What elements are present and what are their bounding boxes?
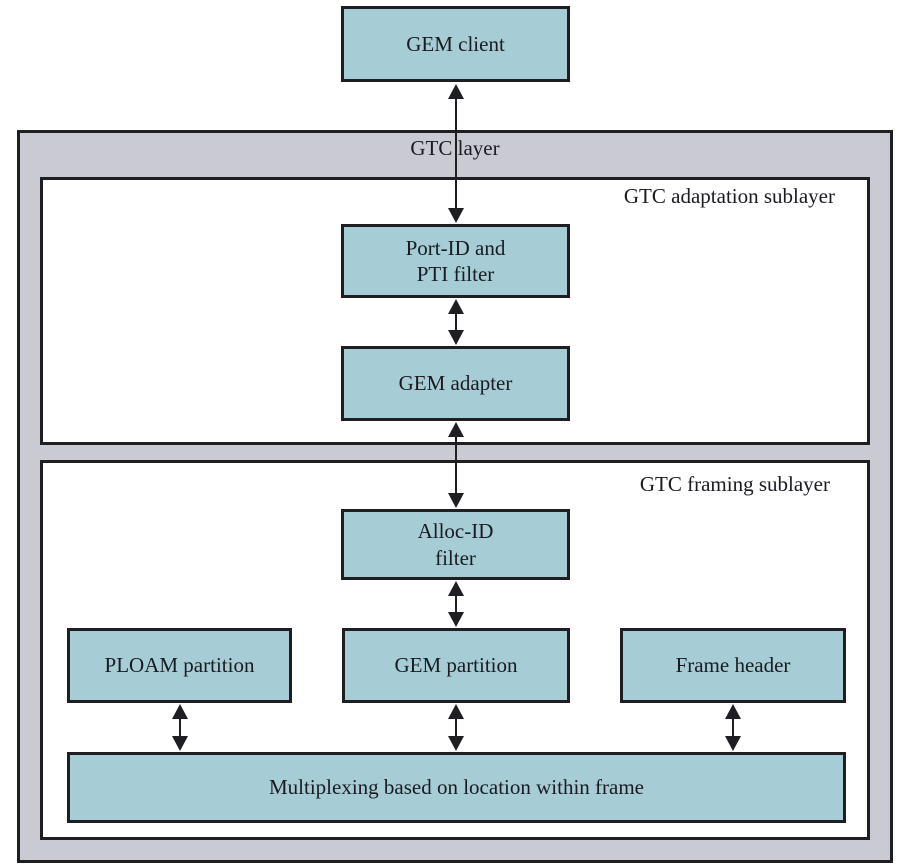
gtc-layer-title: GTC layer xyxy=(410,136,500,160)
alloc-id-filter-node: Alloc-ID filter xyxy=(341,509,570,580)
gtc-framing-sublayer-title: GTC framing sublayer xyxy=(639,472,830,496)
gtc-adaptation-sublayer-title: GTC adaptation sublayer xyxy=(623,184,835,208)
gem-partition-node: GEM partition xyxy=(342,628,570,703)
port-id-pti-filter-node: Port-ID and PTI filter xyxy=(341,224,570,298)
multiplexing-node: Multiplexing based on location within fr… xyxy=(67,752,846,823)
gem-client-node: GEM client xyxy=(341,6,570,82)
ploam-partition-node: PLOAM partition xyxy=(67,628,292,703)
frame-header-node: Frame header xyxy=(620,628,846,703)
gem-adapter-node: GEM adapter xyxy=(341,346,570,421)
